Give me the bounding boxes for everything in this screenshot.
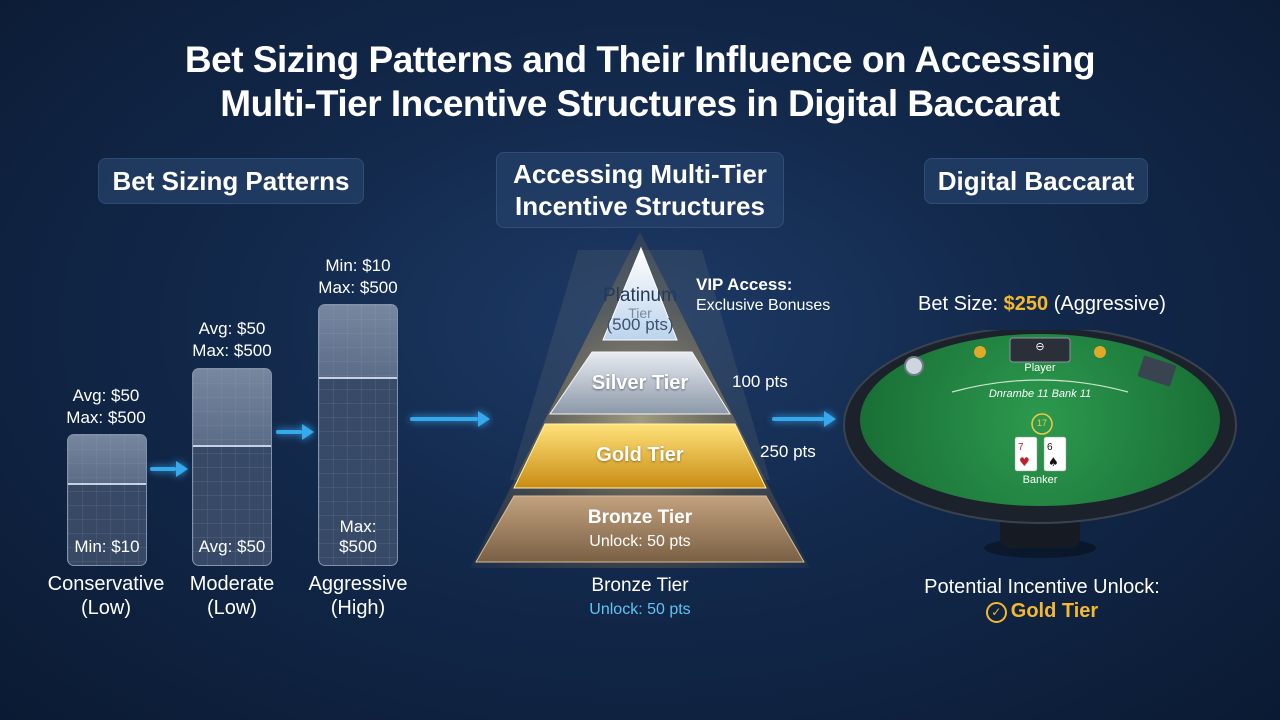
- chip-icon: [1094, 346, 1106, 358]
- bar-conservative-label: Conservative (Low): [36, 572, 176, 620]
- arrow-right-icon: [772, 417, 824, 421]
- bar-label-line: (Low): [206, 597, 257, 619]
- tier-gold-pts: 250 pts: [760, 442, 816, 461]
- tier-silver-pts: 100 pts: [732, 372, 788, 391]
- baccarat-table: 7 ♥ 6 ♠: [843, 330, 1237, 558]
- bar-cap-line: Avg: $50: [198, 319, 266, 338]
- bronze-caption-name: Bronze Tier: [591, 575, 689, 596]
- bar-moderate-label: Moderate (Low): [162, 572, 302, 620]
- bar-cap-line: Avg: $50: [72, 386, 140, 405]
- bar-label-line: (High): [330, 597, 386, 619]
- bet-size-value: $250: [1003, 293, 1049, 315]
- bet-size-suffix: (Aggressive): [1048, 293, 1166, 315]
- tier-platinum-pts: (500 pts): [606, 315, 674, 334]
- bar-aggressive-label: Aggressive (High): [288, 572, 428, 620]
- arrow-right-icon: [410, 417, 478, 421]
- unlock-label: Potential Incentive Unlock:: [924, 576, 1160, 598]
- bar-inner-label: Min: $10: [74, 537, 140, 556]
- bronze-caption-unlock: Unlock: 50 pts: [589, 601, 691, 618]
- tier-silver-label: Silver Tier: [591, 372, 689, 394]
- bar-label-line: Aggressive: [308, 573, 408, 595]
- card-2-rank: 6: [1047, 442, 1053, 453]
- banker-label: Banker: [1022, 474, 1058, 486]
- table-arc-text: Dnrambe 11 Bank 11: [988, 388, 1092, 400]
- bar-fill-top: [68, 435, 146, 485]
- tier-platinum: [602, 246, 678, 341]
- arrow-right-icon: [276, 430, 302, 434]
- arrow-head-icon: [824, 411, 836, 427]
- table-betting-arc: [951, 379, 1129, 393]
- bet-size-prefix: Bet Size:: [918, 293, 1004, 315]
- spade-suit-icon: ♠: [1048, 455, 1059, 469]
- unlock-value-line: ✓Gold Tier: [880, 600, 1204, 623]
- page-title: Bet Sizing Patterns and Their Influence …: [0, 38, 1280, 126]
- incentives-heading: Accessing Multi-Tier Incentive Structure…: [496, 152, 784, 228]
- bar-conservative-cap: Avg: $50 Max: $500: [46, 385, 166, 429]
- table-felt: [860, 334, 1220, 506]
- bar-cap-line: Max: $500: [66, 408, 146, 427]
- bar-label-line: (Low): [80, 597, 131, 619]
- chip-icon: [974, 346, 986, 358]
- arrow-right-icon: [150, 467, 176, 471]
- discard-tray: [1137, 355, 1177, 387]
- bar-fill-top: [319, 305, 397, 379]
- chip-stack-icon: [904, 356, 924, 376]
- baccarat-heading: Digital Baccarat: [924, 158, 1148, 204]
- bar-cap-line: Max: $500: [318, 278, 398, 297]
- bar-aggressive-cap: Min: $10 Max: $500: [298, 255, 418, 299]
- unlock-value: Gold Tier: [1010, 600, 1099, 622]
- bar-aggressive: Max: $500: [318, 304, 398, 566]
- dealer-shoe: [1009, 337, 1071, 363]
- bet-size-line: Bet Size: $250 (Aggressive): [880, 293, 1204, 316]
- bar-label-line: Conservative: [47, 573, 165, 595]
- tier-bronze: [475, 495, 805, 563]
- bar-conservative: Min: $10: [67, 434, 147, 566]
- bar-cap-line: Max: $500: [192, 341, 272, 360]
- bet-chip-marker: [1031, 413, 1053, 435]
- tier-gold: [513, 423, 767, 489]
- shoe-icon: ⊖: [1035, 341, 1045, 353]
- playing-card: [1043, 436, 1067, 472]
- title-line-1: Bet Sizing Patterns and Their Influence …: [184, 39, 1096, 80]
- tier-silver: [549, 351, 731, 415]
- vip-access-desc: Exclusive Bonuses: [696, 297, 831, 314]
- check-circle-icon: ✓: [985, 602, 1007, 623]
- arrow-head-icon: [176, 461, 188, 477]
- bar-moderate: Avg: $50: [192, 368, 272, 566]
- tier-bronze-label: Bronze Tier: [587, 507, 693, 528]
- bet-chip-number: 17: [1036, 418, 1047, 428]
- tier-gold-label: Gold Tier: [596, 444, 684, 466]
- bar-label-line: Moderate: [189, 573, 275, 595]
- tier-pyramid: [470, 232, 810, 568]
- playing-card: [1014, 436, 1038, 472]
- incentives-heading-line: Accessing Multi-Tier: [513, 159, 767, 189]
- bar-fill-top: [193, 369, 271, 447]
- bar-cap-line: Min: $10: [325, 256, 391, 275]
- bar-moderate-cap: Avg: $50 Max: $500: [172, 318, 292, 362]
- bar-inner-label: Max: $500: [339, 517, 377, 556]
- arrow-head-icon: [478, 411, 490, 427]
- card-1-rank: 7: [1018, 442, 1024, 453]
- bar-inner-label: Avg: $50: [198, 537, 266, 556]
- title-line-2: Multi-Tier Incentive Structures in Digit…: [220, 83, 1060, 124]
- tier-bronze-unlock: Unlock: 50 pts: [589, 533, 691, 550]
- vip-access-label: VIP Access:: [696, 275, 793, 294]
- arrow-head-icon: [302, 424, 314, 440]
- heart-suit-icon: ♥: [1019, 455, 1030, 469]
- tier-platinum-name-line2: Tier: [628, 305, 652, 321]
- player-label: Player: [1024, 362, 1056, 374]
- tier-platinum-name: Platinum: [603, 285, 677, 306]
- bet-sizing-heading: Bet Sizing Patterns: [98, 158, 364, 204]
- tier-platinum-label: Platinum: [580, 286, 700, 306]
- incentives-heading-line: Incentive Structures: [515, 191, 765, 221]
